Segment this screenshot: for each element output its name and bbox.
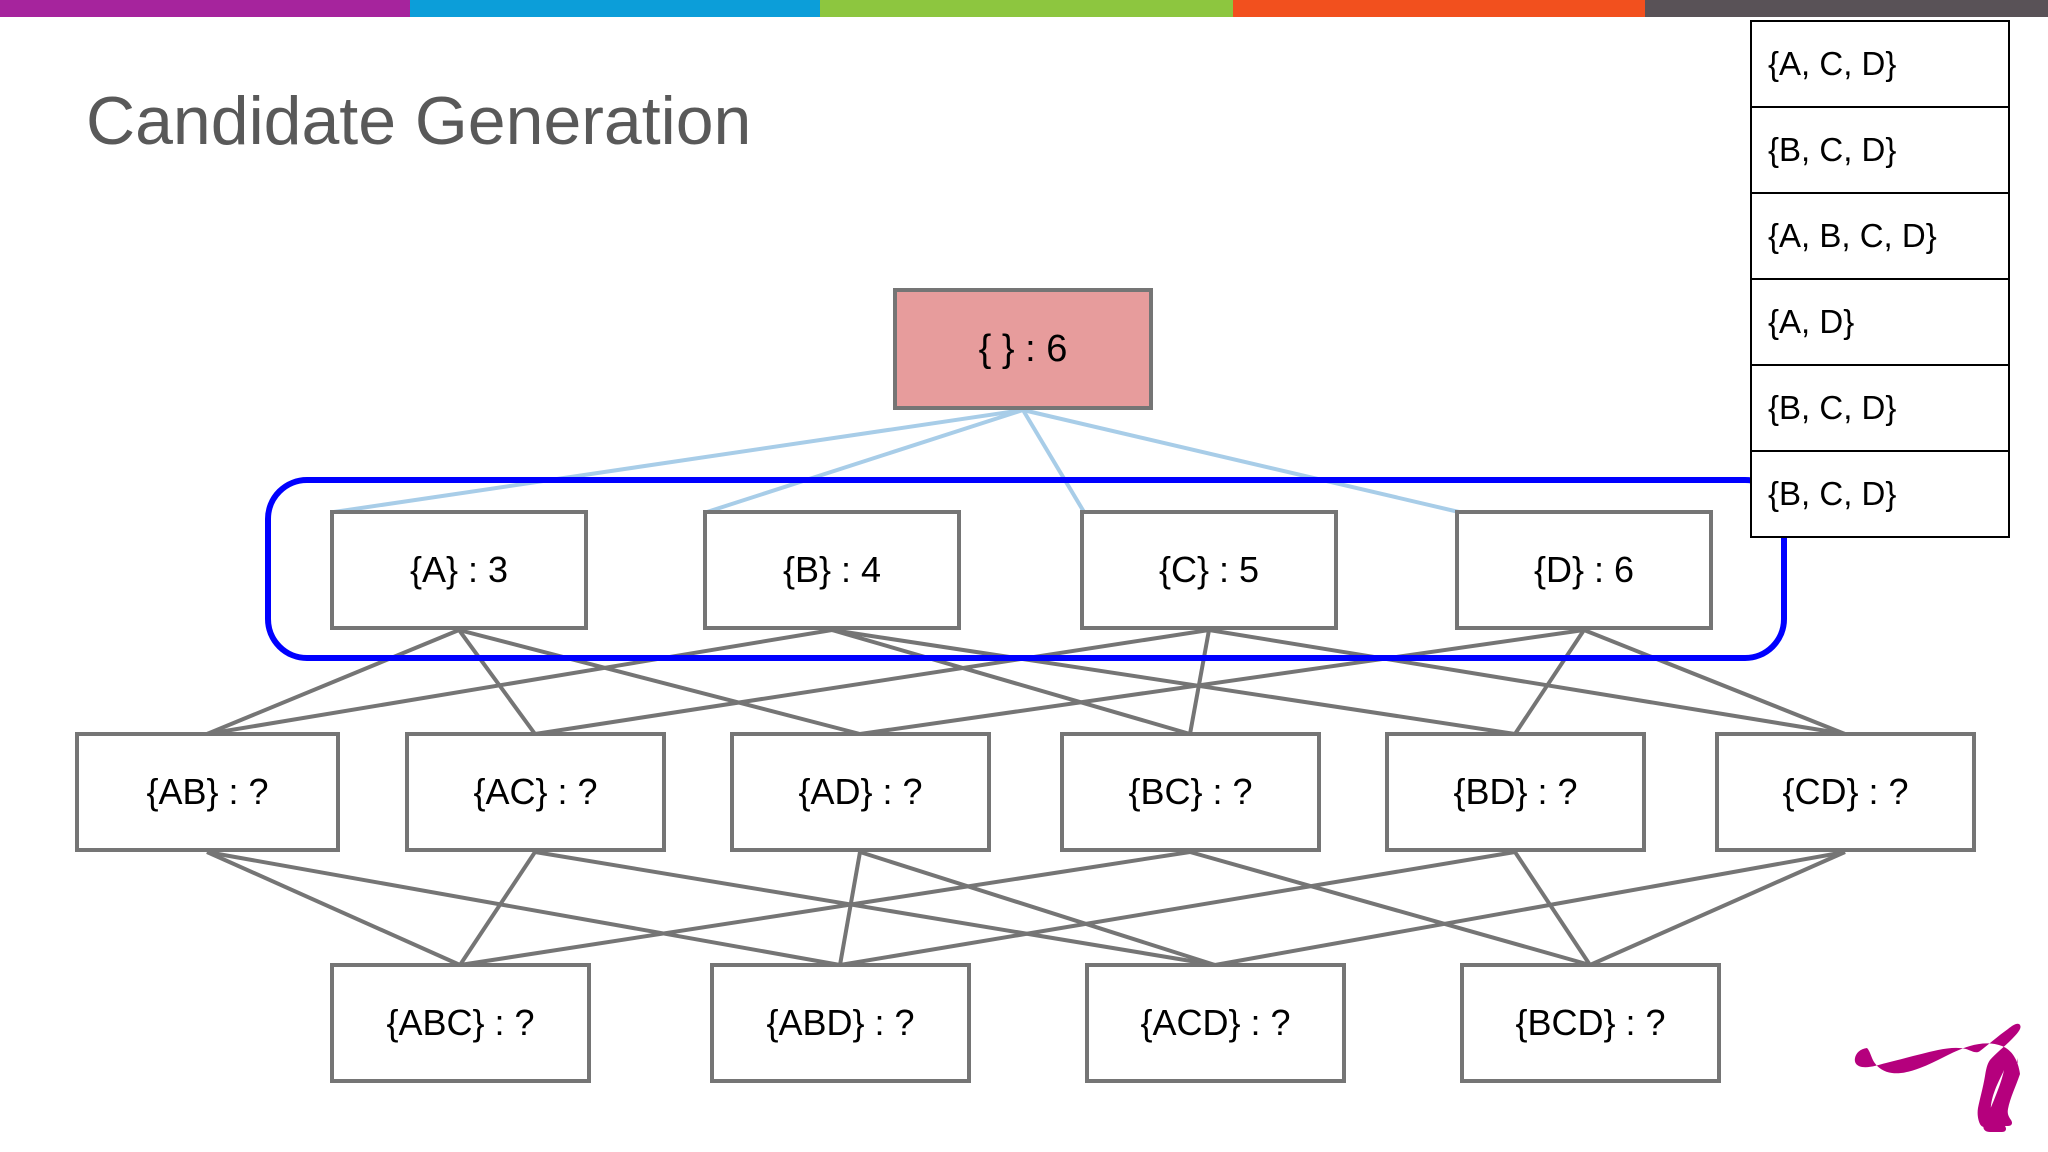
transaction-table: {A, C, D} {B, C, D} {A, B, C, D} {A, D} {B, … — [1750, 20, 2010, 538]
lattice-edge-level2 — [839, 850, 1516, 967]
top-color-bar — [0, 0, 2048, 17]
lattice-edge-level2 — [534, 850, 1216, 967]
lattice-node-level2: {AB} : ? — [75, 732, 340, 852]
transaction-itemset: {B, C, D} — [1768, 475, 1897, 512]
edges-level2-to-level3 — [206, 850, 1846, 967]
lattice-node-level3: {BCD} : ? — [1460, 963, 1721, 1083]
lattice-node-level2: {AC} : ? — [405, 732, 666, 852]
node-label: {BCD} : ? — [1515, 1002, 1666, 1043]
table-row: {A, B, C, D} — [1752, 194, 2008, 280]
node-label: {B} : 4 — [782, 549, 882, 590]
node-label: {AB} : ? — [146, 771, 269, 812]
page-title: Candidate Generation — [86, 83, 752, 159]
node-label: {C} : 5 — [1158, 549, 1260, 590]
lattice-edge-level2 — [1189, 850, 1591, 967]
node-label: {ACD} : ? — [1140, 1002, 1291, 1043]
segment-green — [820, 0, 1233, 17]
lattice-edge-level2 — [1513, 850, 1592, 967]
lattice-node-level2: {BD} : ? — [1385, 732, 1646, 852]
lattice-edge-level2 — [859, 850, 1216, 967]
lattice-node-level1: {D} : 6 — [1455, 510, 1713, 630]
node-label: {BD} : ? — [1453, 771, 1578, 812]
node-label: {A} : 3 — [409, 549, 509, 590]
lattice-node-level2: {AD} : ? — [730, 732, 991, 852]
segment-magenta — [0, 0, 410, 17]
node-label: {CD} : ? — [1782, 771, 1909, 812]
transaction-itemset: {A, D} — [1768, 303, 1855, 340]
node-label: {ABD} : ? — [766, 1002, 915, 1043]
table-row: {B, C, D} — [1752, 108, 2008, 194]
lattice-node-level1: {A} : 3 — [330, 510, 588, 630]
node-label: {ABC} : ? — [386, 1002, 535, 1043]
lattice-node-level3: {ABD} : ? — [710, 963, 971, 1083]
node-label: {AD} : ? — [798, 771, 923, 812]
lattice-edge-level2 — [206, 850, 841, 967]
transaction-itemset: {A, C, D} — [1768, 45, 1897, 82]
node-label: {D} : 6 — [1533, 549, 1635, 590]
table-row: {B, C, D} — [1752, 366, 2008, 452]
lattice-node-level1: {C} : 5 — [1080, 510, 1338, 630]
table-row: {A, C, D} — [1752, 22, 2008, 108]
lattice-edge-level2 — [1214, 850, 1846, 967]
lattice-node-level2: {BC} : ? — [1060, 732, 1321, 852]
dog-silhouette-path — [1854, 1023, 2021, 1132]
table-row: {B, C, D} — [1752, 452, 2008, 538]
lattice-node-level3: {ABC} : ? — [330, 963, 591, 1083]
transaction-itemset: {B, C, D} — [1768, 131, 1897, 168]
lattice-node-level3: {ACD} : ? — [1085, 963, 1346, 1083]
table-row: {A, D} — [1752, 280, 2008, 366]
node-label: {BC} : ? — [1128, 771, 1253, 812]
node-label: {AC} : ? — [473, 771, 598, 812]
lattice-edge-level2 — [458, 850, 537, 967]
node-label: { } : 6 — [978, 327, 1068, 370]
segment-orange — [1233, 0, 1645, 17]
level1-candidate-highlight — [265, 477, 1787, 661]
lattice-edge-level2 — [838, 851, 862, 966]
segment-gray — [1645, 0, 2048, 17]
segment-blue — [410, 0, 820, 17]
transaction-itemset: {B, C, D} — [1768, 389, 1897, 426]
dog-logo — [1854, 1023, 2021, 1132]
lattice-edge-level2 — [206, 850, 461, 967]
lattice-node-root: { } : 6 — [893, 288, 1153, 410]
lattice-node-level2: {CD} : ? — [1715, 732, 1976, 852]
lattice-edge-level2 — [1589, 850, 1846, 967]
lattice-edge-level2 — [459, 850, 1191, 967]
lattice-node-level1: {B} : 4 — [703, 510, 961, 630]
transaction-itemset: {A, B, C, D} — [1768, 217, 1937, 254]
